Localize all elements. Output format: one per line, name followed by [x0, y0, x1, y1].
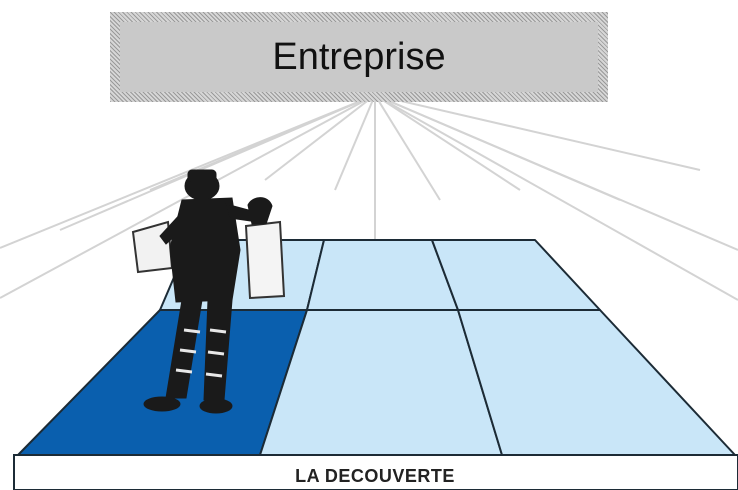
- title-panel: Entreprise: [120, 22, 598, 92]
- tile-back-right: [431, 239, 601, 311]
- title-box: Entreprise: [110, 12, 608, 102]
- tile-front-left-active: [17, 309, 308, 456]
- perspective-lines: [0, 94, 738, 301]
- floor-label: LA DECOUVERTE: [295, 466, 455, 486]
- tile-front-right: [457, 309, 736, 456]
- paper-bag-right: [244, 220, 286, 300]
- floor-grid: [17, 239, 736, 456]
- floor-edge: LA DECOUVERTE: [13, 454, 738, 490]
- title-text: Entreprise: [272, 35, 446, 78]
- person-carrying-paper-figure: [131, 169, 286, 414]
